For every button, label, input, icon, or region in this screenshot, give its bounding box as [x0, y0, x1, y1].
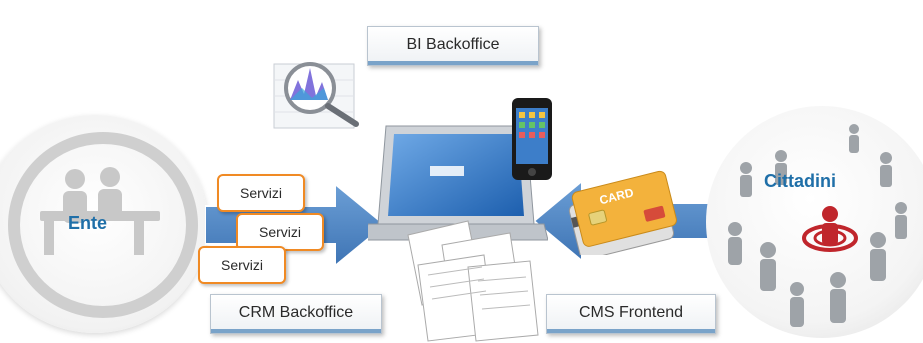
- cms-frontend-label: CMS Frontend: [578, 304, 684, 321]
- cms-frontend-box: CMS Frontend: [546, 294, 716, 334]
- crm-backoffice-box: CRM Backoffice: [210, 294, 382, 334]
- ente-people-icon: [40, 167, 160, 255]
- cittadini-circle: [706, 106, 923, 338]
- bi-backoffice-label: BI Backoffice: [406, 36, 500, 53]
- smartphone-icon: [512, 98, 552, 180]
- bi-chart-magnifier-icon: [273, 62, 359, 129]
- servizi-tag: Servizi: [217, 174, 305, 212]
- cittadini-label: Cittadini: [764, 171, 836, 191]
- ente-label: Ente: [68, 213, 108, 233]
- people-crowd-icon: [728, 124, 907, 327]
- crm-backoffice-label: CRM Backoffice: [238, 304, 354, 321]
- documents-icon: [407, 220, 539, 342]
- credit-card-icon: CARD: [568, 170, 677, 255]
- bi-backoffice-box: BI Backoffice: [367, 26, 539, 66]
- servizi-tag: Servizi: [198, 246, 286, 284]
